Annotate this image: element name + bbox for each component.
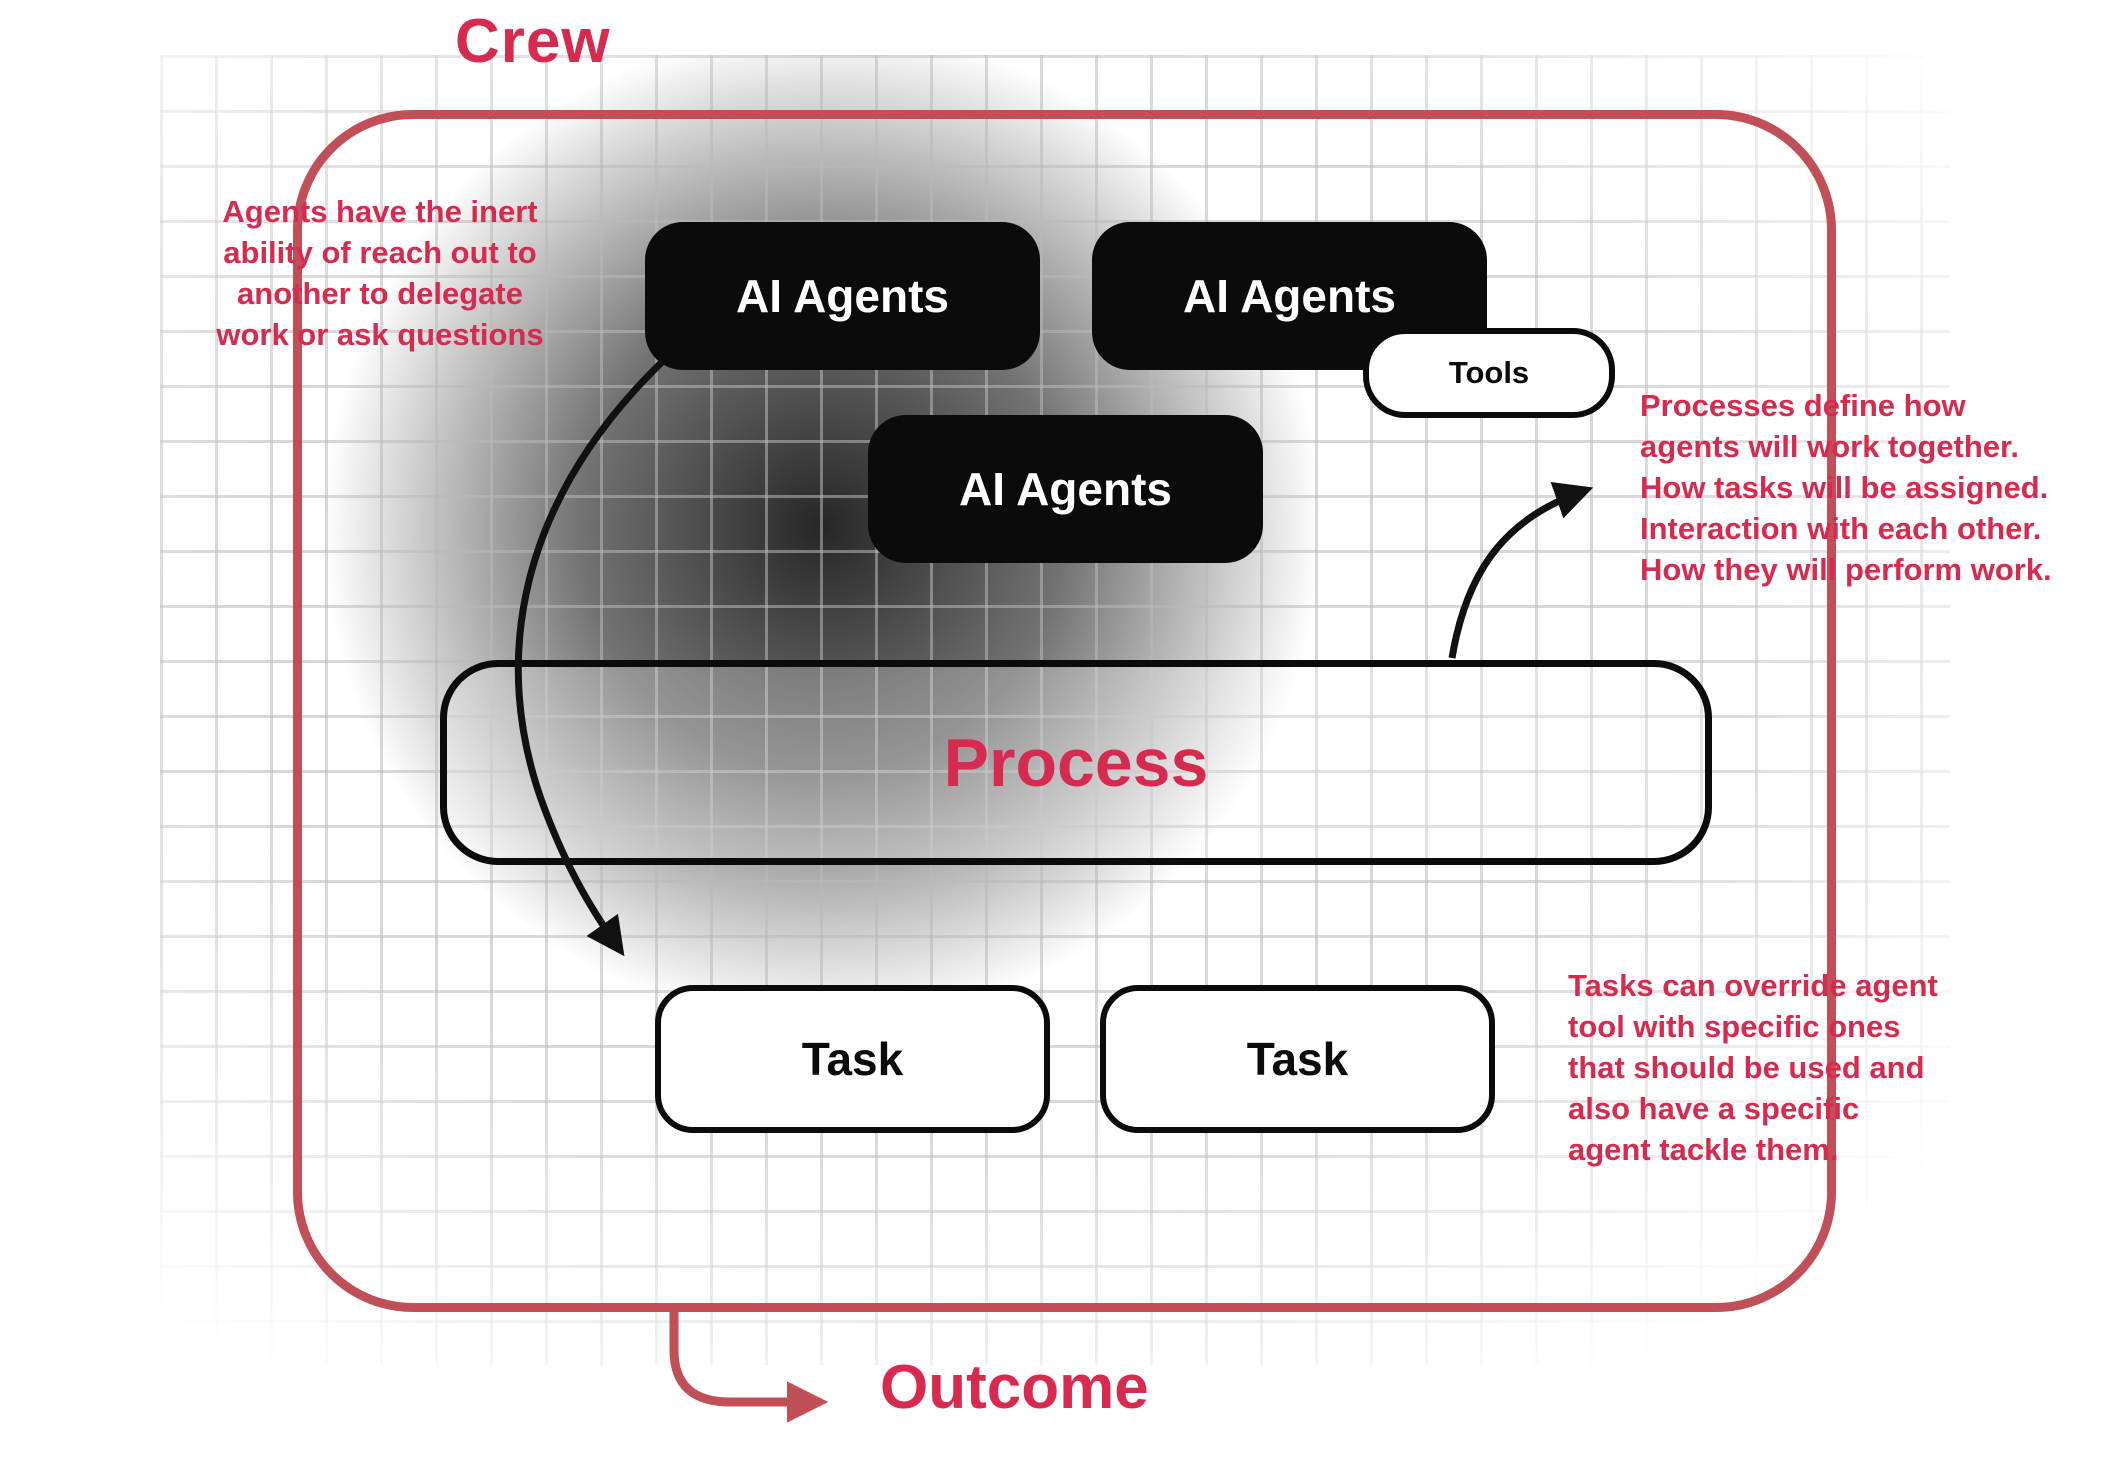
ai-agents-label-3: AI Agents	[959, 463, 1172, 515]
crew-title: Crew	[455, 7, 611, 76]
task-label-1: Task	[801, 1033, 904, 1085]
tools-label: Tools	[1448, 355, 1530, 390]
ai-agents-box-3: AI Agents	[868, 415, 1263, 563]
annotation-agents-delegate: Agents have the inert ability of reach o…	[216, 194, 544, 352]
annotation-processes-define: Processes define how agents will work to…	[1640, 388, 2052, 587]
task-box-1: Task	[655, 985, 1050, 1133]
crew-boundary	[293, 110, 1836, 1312]
task-box-2: Task	[1100, 985, 1495, 1133]
task-label-2: Task	[1246, 1033, 1349, 1085]
ai-agents-label-2: AI Agents	[1183, 270, 1396, 322]
outcome-label: Outcome	[880, 1353, 1149, 1422]
process-label: Process	[943, 724, 1209, 801]
annotation-tasks-override: Tasks can override agent tool with speci…	[1568, 968, 1938, 1167]
process-box: Process	[440, 660, 1712, 865]
tools-box: Tools	[1363, 328, 1615, 418]
ai-agents-label-1: AI Agents	[736, 270, 949, 322]
ai-agents-box-2: AI Agents	[1092, 222, 1487, 370]
ai-agents-box-1: AI Agents	[645, 222, 1040, 370]
